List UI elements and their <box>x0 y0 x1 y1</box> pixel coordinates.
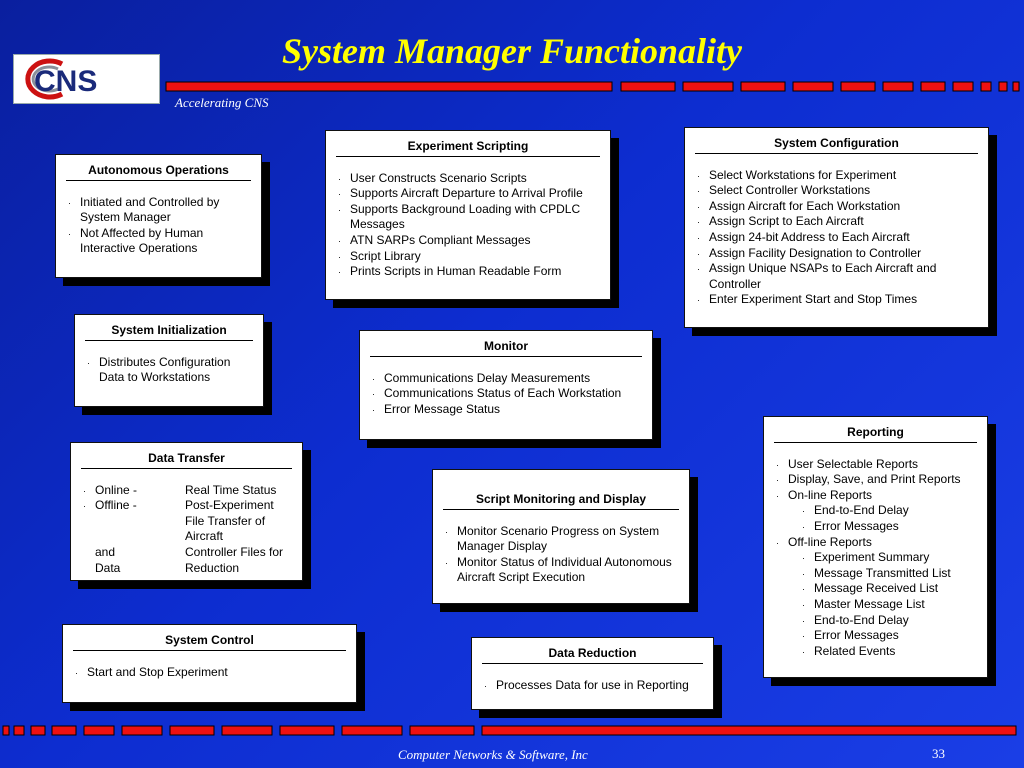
list-item: Off-line Reports <box>774 535 977 551</box>
top-decor-bar <box>0 81 1024 93</box>
monitor-box: Monitor Communications Delay Measurement… <box>359 330 653 440</box>
list-subitem: Message Transmitted List <box>774 566 977 582</box>
list-subitem: End-to-End Delay <box>774 613 977 629</box>
row-label: Offline - <box>81 498 185 545</box>
box-title: System Control <box>73 633 346 651</box>
footer-company: Computer Networks & Software, Inc <box>398 747 588 762</box>
box-title: Data Reduction <box>482 646 703 664</box>
box-title: System Initialization <box>85 323 253 341</box>
experiment-scripting-box: Experiment Scripting User Constructs Sce… <box>325 130 611 300</box>
list-item: Assign Script to Each Aircraft <box>695 214 978 230</box>
list-item: Communications Delay Measurements <box>370 371 642 387</box>
row-value: Reduction <box>185 560 240 575</box>
list-item: Select Controller Workstations <box>695 183 978 199</box>
list-subitem: End-to-End Delay <box>774 503 977 519</box>
list-subitem: Related Events <box>774 644 977 660</box>
list-subitem: Message Received List <box>774 581 977 597</box>
list-item: Supports Background Loading with CPDLC M… <box>336 202 600 233</box>
box-list: User Selectable Reports Display, Save, a… <box>774 457 977 660</box>
bottom-decor-bar <box>0 725 1024 737</box>
box-title: System Configuration <box>695 136 978 154</box>
box-title: Autonomous Operations <box>66 163 251 181</box>
slide-title: System Manager Functionality <box>281 31 743 71</box>
data-transfer-box: Data Transfer Online - Real Time Status … <box>70 442 303 581</box>
list-item: User Constructs Scenario Scripts <box>336 171 600 187</box>
list-item: Prints Scripts in Human Readable Form <box>336 264 600 280</box>
list-item: Monitor Scenario Progress on System Mana… <box>443 524 679 555</box>
box-list: Communications Delay Measurements Commun… <box>370 371 642 418</box>
list-item: Processes Data for use in Reporting <box>482 678 703 694</box>
list-item: Assign Aircraft for Each Workstation <box>695 199 978 215</box>
box-title: Reporting <box>774 425 977 443</box>
row-label: Data <box>95 560 121 575</box>
table-row: Data Reduction <box>81 561 292 577</box>
tagline: Accelerating CNS <box>175 95 269 110</box>
data-reduction-box: Data Reduction Processes Data for use in… <box>471 637 714 710</box>
reporting-box: Reporting User Selectable Reports Displa… <box>763 416 988 678</box>
list-item: Communications Status of Each Workstatio… <box>370 386 642 402</box>
row-label: Online - <box>81 483 185 499</box>
box-title: Experiment Scripting <box>336 139 600 157</box>
box-title: Monitor <box>370 339 642 357</box>
list-item: Not Affected by Human Interactive Operat… <box>66 226 251 257</box>
list-item: Supports Aircraft Departure to Arrival P… <box>336 186 600 202</box>
list-item: Display, Save, and Print Reports <box>774 472 977 488</box>
box-list: Processes Data for use in Reporting <box>482 678 703 694</box>
row-value: Controller Files for <box>185 544 284 559</box>
autonomous-operations-box: Autonomous Operations Initiated and Cont… <box>55 154 262 278</box>
list-item: Distributes Configuration Data to Workst… <box>85 355 253 386</box>
box-list: Initiated and Controlled by System Manag… <box>66 195 251 257</box>
list-item: Start and Stop Experiment <box>73 665 346 681</box>
row-value: Real Time Status <box>185 482 277 497</box>
list-item: User Selectable Reports <box>774 457 977 473</box>
list-subitem: Experiment Summary <box>774 550 977 566</box>
box-list: Monitor Scenario Progress on System Mana… <box>443 524 679 586</box>
list-item: Assign 24-bit Address to Each Aircraft <box>695 230 978 246</box>
box-list: Select Workstations for Experiment Selec… <box>695 168 978 309</box>
list-item: Assign Facility Designation to Controlle… <box>695 246 978 262</box>
list-item: Initiated and Controlled by System Manag… <box>66 195 251 226</box>
script-monitoring-box: Script Monitoring and Display Monitor Sc… <box>432 469 690 604</box>
row-value: Post-Experiment File Transfer of Aircraf… <box>185 498 274 544</box>
list-item: On-line Reports <box>774 488 977 504</box>
data-transfer-rows: Online - Real Time Status Offline - Post… <box>81 483 292 577</box>
box-title: Data Transfer <box>81 451 292 469</box>
box-list: Distributes Configuration Data to Workst… <box>85 355 253 386</box>
cns-logo: CNS <box>13 54 160 104</box>
list-item: Error Message Status <box>370 402 642 418</box>
page-number: 33 <box>932 746 945 761</box>
list-subitem: Error Messages <box>774 519 977 535</box>
box-list: Start and Stop Experiment <box>73 665 346 681</box>
table-row: Offline - Post-Experiment File Transfer … <box>81 498 292 545</box>
cns-logo-icon: CNS <box>25 58 97 100</box>
logo-text: CNS <box>34 65 97 98</box>
box-title: Script Monitoring and Display <box>443 492 679 510</box>
list-item: Assign Unique NSAPs to Each Aircraft and… <box>695 261 978 292</box>
system-configuration-box: System Configuration Select Workstations… <box>684 127 989 328</box>
list-subitem: Error Messages <box>774 628 977 644</box>
system-initialization-box: System Initialization Distributes Config… <box>74 314 264 407</box>
list-subitem: Master Message List <box>774 597 977 613</box>
list-item: Enter Experiment Start and Stop Times <box>695 292 978 308</box>
table-row: Online - Real Time Status <box>81 483 292 499</box>
box-list: User Constructs Scenario Scripts Support… <box>336 171 600 281</box>
table-row: and Controller Files for <box>81 545 292 561</box>
list-item: ATN SARPs Compliant Messages <box>336 233 600 249</box>
list-item: Monitor Status of Individual Autonomous … <box>443 555 679 586</box>
list-item: Script Library <box>336 249 600 265</box>
row-label: and <box>95 544 116 559</box>
list-item: Select Workstations for Experiment <box>695 168 978 184</box>
system-control-box: System Control Start and Stop Experiment <box>62 624 357 703</box>
